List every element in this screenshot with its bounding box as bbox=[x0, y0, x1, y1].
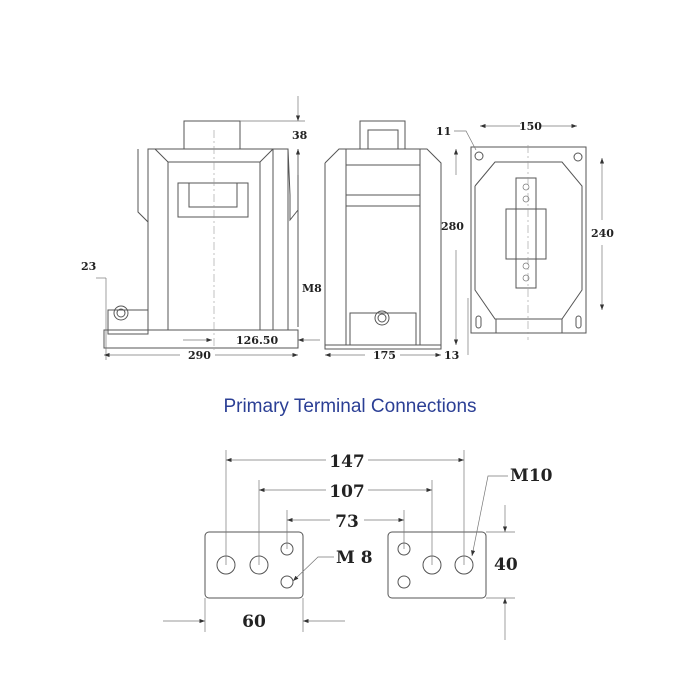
label-m8: M 8 bbox=[336, 548, 373, 568]
right-terminal-plate bbox=[387, 531, 487, 599]
dim-280: 280 bbox=[441, 220, 464, 233]
dim-60: 60 bbox=[242, 612, 266, 632]
dim-38: 38 bbox=[292, 129, 308, 142]
label-m10: M10 bbox=[510, 466, 553, 486]
dim-126-50: 126.50 bbox=[236, 334, 278, 347]
dim-13: 13 bbox=[444, 349, 459, 362]
dim-40: 40 bbox=[494, 555, 518, 575]
label-m8-front: M8 bbox=[302, 282, 322, 295]
dim-23: 23 bbox=[81, 260, 96, 273]
dim-73: 73 bbox=[335, 512, 359, 532]
dim-150: 150 bbox=[519, 120, 542, 133]
bottom-view: 11 150 240 bbox=[436, 120, 614, 340]
dim-290: 290 bbox=[188, 349, 211, 362]
dim-11: 11 bbox=[436, 125, 451, 138]
dim-175: 175 bbox=[373, 349, 396, 362]
dim-147: 147 bbox=[329, 452, 365, 472]
front-view: 38 23 M8 126.50 290 bbox=[81, 96, 322, 362]
dim-107: 107 bbox=[329, 482, 365, 502]
dim-240: 240 bbox=[591, 227, 614, 240]
side-view: 280 175 13 bbox=[324, 120, 469, 362]
section-title: Primary Terminal Connections bbox=[223, 396, 477, 417]
left-terminal-plate bbox=[204, 531, 304, 599]
terminal-connections: 147 107 73 M10 M 8 40 60 bbox=[163, 450, 553, 640]
